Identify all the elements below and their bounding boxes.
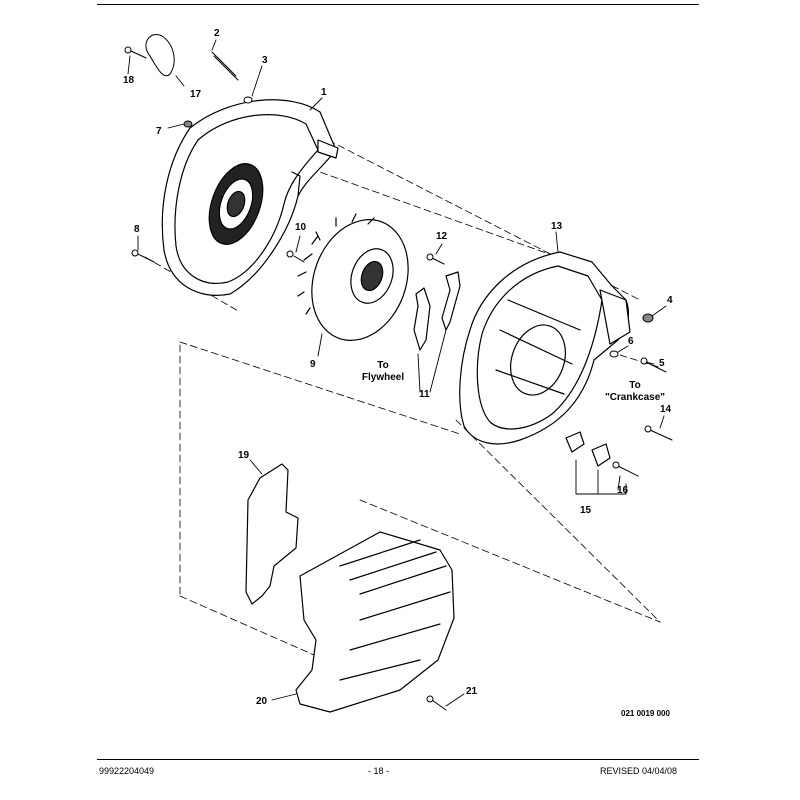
muffler-cover bbox=[295, 531, 455, 713]
callout-18: 18 bbox=[123, 75, 135, 86]
callout-19: 19 bbox=[238, 450, 250, 461]
footer-revised-date: REVISED 04/04/08 bbox=[600, 766, 678, 776]
fan-housing-cover bbox=[161, 99, 339, 296]
to-crankcase-line1: To bbox=[629, 380, 641, 391]
impeller bbox=[297, 213, 409, 341]
heat-shield bbox=[245, 463, 299, 605]
washers bbox=[183, 96, 654, 358]
callout-17: 17 bbox=[190, 89, 202, 100]
top-rule bbox=[97, 4, 699, 5]
bottom-rule bbox=[97, 759, 699, 760]
retaining-cable bbox=[145, 34, 175, 77]
callout-5: 5 bbox=[659, 358, 665, 369]
footer-part-number: 99922204049 bbox=[99, 766, 155, 776]
to-flywheel-note: To Flywheel bbox=[358, 360, 408, 384]
callout-9: 9 bbox=[310, 359, 316, 370]
leader-lines bbox=[127, 39, 667, 707]
figure-code: 021 0019 000 bbox=[621, 709, 670, 718]
baffle-pieces bbox=[413, 271, 461, 351]
callout-3: 3 bbox=[262, 55, 268, 66]
footer-page-number: - 18 - bbox=[368, 766, 390, 776]
callout-15: 15 bbox=[580, 505, 592, 516]
screws bbox=[124, 46, 673, 711]
to-crankcase-note: To "Crankcase" bbox=[598, 380, 672, 404]
to-crankcase-line2: "Crankcase" bbox=[604, 392, 666, 403]
callout-8: 8 bbox=[134, 224, 140, 235]
fan-housing-rear bbox=[459, 251, 631, 445]
callout-1: 1 bbox=[321, 87, 327, 98]
callout-14: 14 bbox=[660, 404, 672, 415]
to-flywheel-line1: To bbox=[377, 360, 389, 371]
callout-20: 20 bbox=[256, 696, 268, 707]
callout-16: 16 bbox=[617, 485, 629, 496]
callout-13: 13 bbox=[551, 221, 563, 232]
callout-4: 4 bbox=[667, 295, 673, 306]
callout-7: 7 bbox=[156, 126, 162, 137]
callout-10: 10 bbox=[295, 222, 307, 233]
callout-11: 11 bbox=[419, 389, 430, 400]
to-flywheel-line2: Flywheel bbox=[361, 372, 405, 383]
callout-21: 21 bbox=[466, 686, 478, 697]
callout-6: 6 bbox=[628, 336, 634, 347]
callout-12: 12 bbox=[436, 231, 448, 242]
callout-2: 2 bbox=[214, 28, 220, 39]
clamp-parts bbox=[565, 431, 611, 467]
